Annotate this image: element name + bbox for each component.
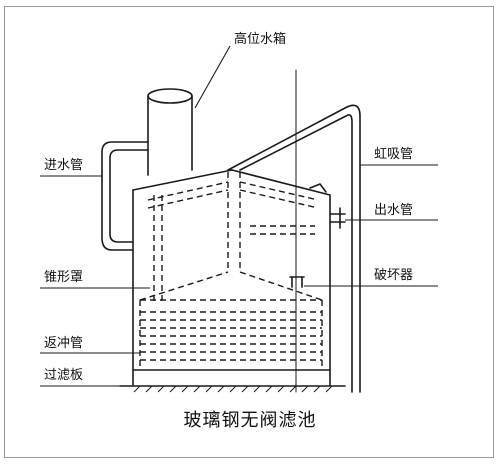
high-tank (147, 88, 193, 176)
cone-hood (139, 271, 323, 301)
outlet-pipe (329, 207, 346, 229)
label-cone-hood: 锥形罩 (44, 270, 84, 285)
label-filter-plate: 过滤板 (44, 368, 84, 383)
label-breaker: 破坏器 (374, 268, 414, 283)
label-outlet-pipe: 出水管 (374, 203, 414, 218)
breaker (289, 276, 305, 288)
ground-hatch (133, 385, 333, 393)
label-backwash-pipe: 返冲管 (44, 336, 84, 351)
leader-high-tank (194, 45, 231, 109)
siphon-pipe (227, 104, 361, 393)
label-siphon-pipe: 虹吸管 (374, 147, 414, 162)
figure-caption: 玻璃钢无阀滤池 (183, 410, 317, 431)
filter-plate (119, 369, 346, 387)
inlet-pipe (101, 141, 149, 251)
label-inlet-pipe: 进水管 (44, 158, 84, 173)
vent (309, 183, 327, 193)
label-high-tank: 高位水箱 (234, 32, 287, 47)
